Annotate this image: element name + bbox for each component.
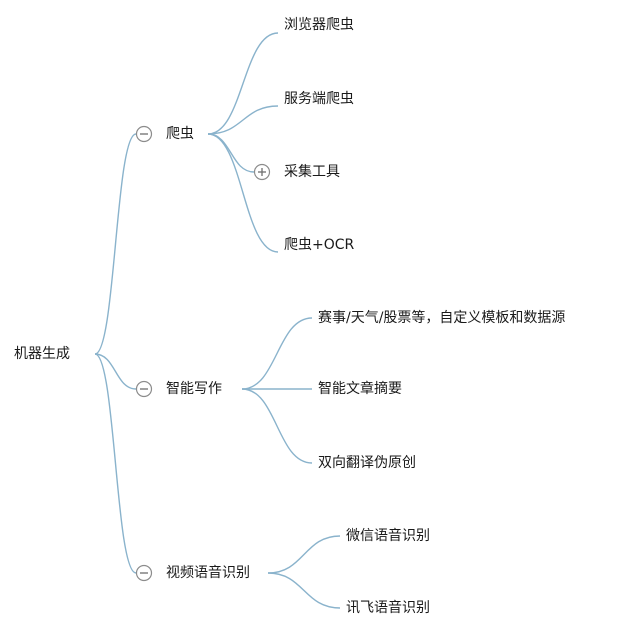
collapse-toggle-icon[interactable]: [135, 125, 153, 143]
branch-label-smart-writing[interactable]: 智能写作: [166, 381, 222, 397]
expand-toggle-icon[interactable]: [253, 163, 271, 181]
branch-smart-writing[interactable]: 智能写作: [135, 380, 223, 398]
edge-speech-child-0: [267, 535, 341, 574]
collapse-toggle-icon[interactable]: [135, 564, 153, 582]
edge-speech-child-1: [267, 572, 341, 609]
edge-root-to-branch-2: [94, 353, 137, 574]
edge-root-to-branch-1: [94, 353, 137, 390]
connector-lines: [94, 32, 341, 609]
edge-crawler-child-3: [207, 133, 279, 253]
leaf-iflytek-speech[interactable]: 讯飞语音识别: [346, 599, 430, 616]
leaf-crawler-ocr[interactable]: 爬虫+OCR: [284, 237, 355, 253]
leaf-server-crawler[interactable]: 服务端爬虫: [284, 91, 354, 107]
leaf-translation-rewrite[interactable]: 双向翻译伪原创: [318, 455, 416, 471]
edge-writing-child-0: [241, 317, 313, 390]
collapse-toggle-icon[interactable]: [135, 380, 153, 398]
edge-root-to-branch-0: [94, 133, 137, 355]
edge-crawler-child-0: [207, 32, 279, 135]
leaf-wechat-speech[interactable]: 微信语音识别: [346, 527, 430, 544]
edge-writing-child-2: [241, 388, 313, 464]
leaf-collection-tools-label[interactable]: 采集工具: [284, 163, 340, 180]
branch-label-video-speech[interactable]: 视频语音识别: [166, 564, 250, 581]
root-node-label[interactable]: 机器生成: [14, 346, 70, 362]
branch-video-speech[interactable]: 视频语音识别: [135, 564, 251, 582]
edge-crawler-child-2: [207, 133, 255, 173]
branch-crawler[interactable]: 爬虫: [135, 125, 195, 143]
leaf-article-summary[interactable]: 智能文章摘要: [318, 380, 402, 397]
leaf-browser-crawler[interactable]: 浏览器爬虫: [284, 17, 354, 33]
leaf-collection-tools[interactable]: 采集工具: [253, 163, 341, 181]
edge-crawler-child-1: [207, 105, 279, 135]
branch-label-crawler[interactable]: 爬虫: [166, 126, 194, 142]
leaf-custom-template[interactable]: 赛事/天气/股票等，自定义模板和数据源: [318, 309, 565, 326]
